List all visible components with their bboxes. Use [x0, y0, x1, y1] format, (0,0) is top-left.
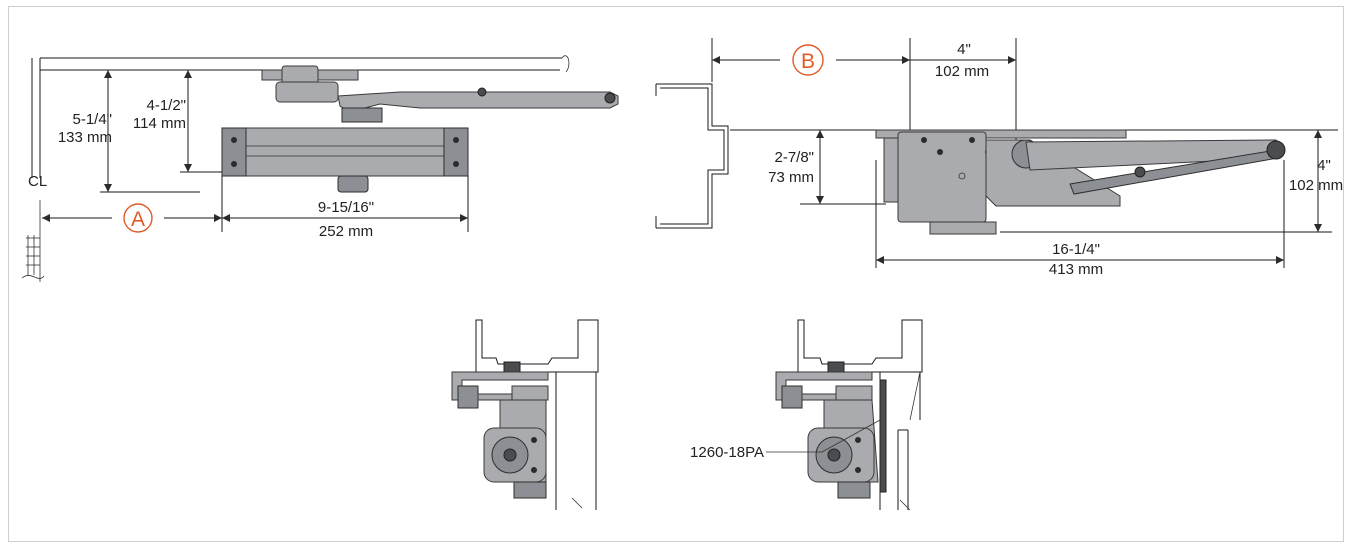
- dim-overall-length-in: 16-1/4": [1052, 241, 1100, 258]
- drawing-frame: [8, 6, 1344, 542]
- label-b-circle: [792, 44, 824, 76]
- dim-height-outer-in: 5-1/4": [72, 111, 112, 128]
- dim-arm-depth-mm: 102 mm: [1289, 177, 1343, 194]
- view-top-right: B 4" 102 mm 2-7/8" 73 mm 4" 102 mm: [655, 38, 1343, 278]
- part-callout: 1260-18PA: [690, 444, 764, 461]
- view-top-left: CL 5-1/4" 133 mm 4-1/2" 114 mm: [21, 55, 619, 282]
- dim-height-inner-mm: 114 mm: [133, 115, 186, 132]
- dim-height-outer-mm: 133 mm: [58, 129, 112, 146]
- dim-body-length-mm: 252 mm: [319, 223, 373, 240]
- dim-arm-depth-in: 4": [1317, 157, 1331, 174]
- label-a-circle: [123, 203, 153, 233]
- closer-body: [221, 127, 469, 177]
- label-a: A: [131, 208, 145, 231]
- closer-side-body: [897, 131, 987, 223]
- view-bottom-left: [451, 319, 599, 510]
- dim-height-inner-in: 4-1/2": [146, 97, 186, 114]
- dim-body-depth-in: 2-7/8": [774, 149, 814, 166]
- dim-body-length-in: 9-15/16": [318, 199, 374, 216]
- dim-arm-offset-mm: 102 mm: [935, 63, 989, 80]
- dim-body-depth-mm: 73 mm: [768, 169, 814, 186]
- label-b: B: [801, 50, 815, 73]
- view-bottom-right: 1260-18PA: [690, 319, 923, 511]
- dim-overall-length-mm: 413 mm: [1049, 261, 1103, 278]
- dim-arm-offset-in: 4": [957, 41, 971, 58]
- spacer-plate: [879, 379, 887, 493]
- centerline-symbol: CL: [28, 173, 47, 190]
